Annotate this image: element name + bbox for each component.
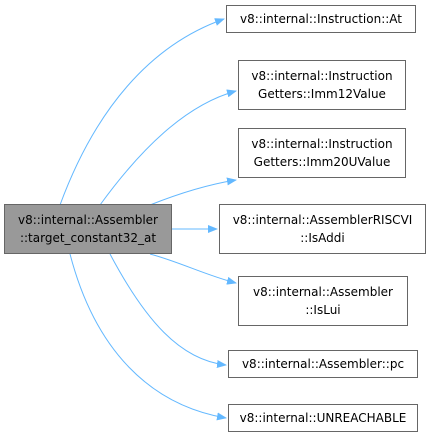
node-label-line-1: v8::internal::Instruction	[251, 137, 393, 151]
node-instruction-getters-imm20uvalue[interactable]: v8::internal::Instruction Getters::Imm20…	[238, 128, 406, 178]
edge-to-instruction-at	[59, 18, 225, 206]
edge-to-islui	[149, 253, 237, 285]
edge-to-pc	[109, 253, 227, 368]
node-label-line-1: v8::internal::Assembler::pc	[241, 357, 405, 371]
node-label-line-1: v8::internal::Assembler	[17, 213, 158, 227]
node-unreachable[interactable]: v8::internal::UNREACHABLE	[228, 404, 418, 432]
edge-to-unreachable	[69, 253, 227, 421]
node-label-line-2: ::IsLui	[305, 303, 341, 317]
node-label-line-2: Getters::Imm20UValue	[253, 155, 391, 169]
node-label-line-1: v8::internal::UNREACHABLE	[239, 411, 407, 425]
node-label-line-1: v8::internal::AssemblerRISCVI	[232, 213, 413, 227]
node-instruction-getters-imm12value[interactable]: v8::internal::Instruction Getters::Imm12…	[238, 60, 406, 110]
node-instruction-at[interactable]: v8::internal::Instruction::At	[226, 5, 416, 33]
node-label-line-2: ::IsAddi	[300, 231, 345, 245]
node-label-line-2: ::target_constant32_at	[19, 231, 157, 245]
node-label-line-1: v8::internal::Instruction::At	[240, 12, 402, 26]
node-label-line-2: Getters::Imm12Value	[258, 87, 386, 101]
edge-to-imm20uvalue	[149, 177, 237, 206]
node-label-line-1: v8::internal::Assembler	[252, 285, 393, 299]
node-assembler-islui[interactable]: v8::internal::Assembler ::IsLui	[238, 276, 408, 326]
node-assembler-riscvi-isaddi[interactable]: v8::internal::AssemblerRISCVI ::IsAddi	[219, 204, 426, 254]
node-assembler-pc[interactable]: v8::internal::Assembler::pc	[228, 350, 418, 378]
node-label-line-1: v8::internal::Instruction	[251, 69, 393, 83]
edge-to-imm12value	[99, 89, 237, 206]
node-assembler-target-constant32-at[interactable]: v8::internal::Assembler ::target_constan…	[4, 204, 172, 254]
